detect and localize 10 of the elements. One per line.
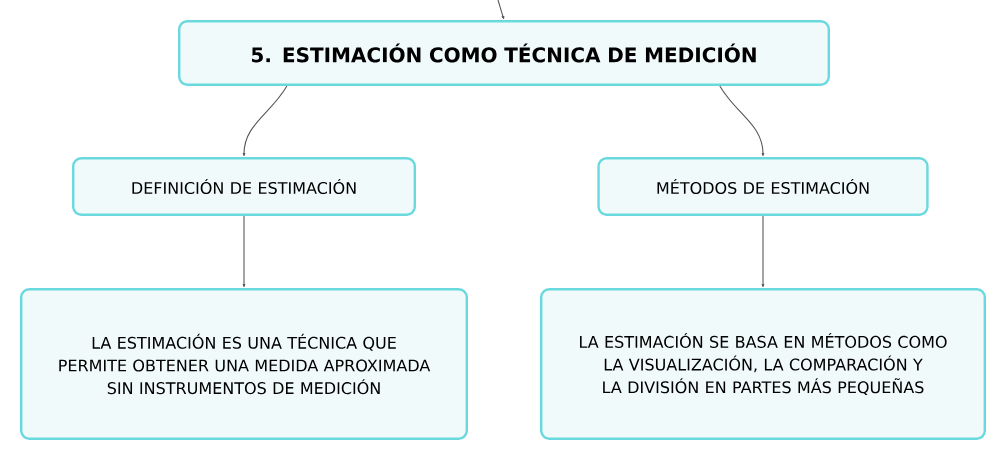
arrow [497,0,505,20]
description-box: LA ESTIMACIÓN ES UNA TÉCNICA QUE PERMITE OBTENER UNA MEDIDA APROXIMADA SIN INSTRUMENTOS DE MEDICIÓN [20,288,468,440]
topic-box: DEFINICIÓN DE ESTIMACIÓN [72,157,416,216]
title-box: 5. ESTIMACIÓN COMO TÉCNICA DE MEDICIÓN [178,20,830,86]
arrow [761,215,765,288]
arrow [242,85,288,157]
topic-box: MÉTODOS DE ESTIMACIÓN [597,157,929,216]
arrow [719,85,765,157]
arrow [242,215,246,288]
description-box: LA ESTIMACIÓN SE BASA EN MÉTODOS COMO LA VISUALIZACIÓN, LA COMPARACIÓN Y LA DIVISIÓN EN PARTES MÁS PEQUEÑAS [540,288,986,440]
